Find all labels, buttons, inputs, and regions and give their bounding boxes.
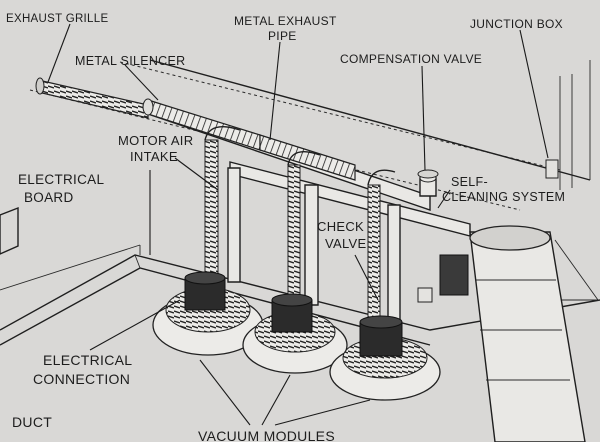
junction-box	[545, 159, 559, 179]
vacuum-module-2	[242, 293, 348, 374]
electrical-board	[0, 206, 19, 255]
label-check-valve-line1: CHECK	[317, 219, 364, 234]
leader-lines	[47, 23, 549, 426]
label-metal-exhaust-pipe-line1: METAL EXHAUST	[234, 14, 337, 28]
diagram-labels: EXHAUST GRILLE METAL SILENCER METAL EXHA…	[6, 13, 565, 442]
self-cleaning-system	[417, 225, 599, 442]
compensation-valve	[417, 169, 439, 197]
label-duct: DUCT	[12, 414, 52, 430]
label-self-cleaning-line1: SELF-	[451, 175, 488, 189]
label-electrical-connection-line2: CONNECTION	[33, 371, 130, 387]
label-self-cleaning-line2: CLEANING SYSTEM	[442, 190, 565, 204]
vacuum-module-1	[152, 271, 264, 356]
label-electrical-board-line2: BOARD	[24, 190, 74, 205]
label-metal-silencer: METAL SILENCER	[75, 54, 185, 68]
label-motor-air-intake-line2: INTAKE	[130, 149, 178, 164]
label-check-valve-line2: VALVE	[325, 236, 367, 251]
label-junction-box: JUNCTION BOX	[470, 17, 563, 31]
vacuum-module-3	[329, 315, 441, 401]
label-vacuum-modules: VACUUM MODULES	[198, 428, 335, 442]
module-hoses	[204, 126, 401, 326]
label-electrical-board-line1: ELECTRICAL	[18, 172, 104, 187]
label-compensation-valve: COMPENSATION VALVE	[340, 52, 482, 66]
label-electrical-connection-line1: ELECTRICAL	[43, 352, 132, 368]
label-motor-air-intake-line1: MOTOR AIR	[118, 133, 193, 148]
label-exhaust-grille: EXHAUST GRILLE	[6, 13, 108, 25]
label-metal-exhaust-pipe-line2: PIPE	[268, 29, 297, 43]
